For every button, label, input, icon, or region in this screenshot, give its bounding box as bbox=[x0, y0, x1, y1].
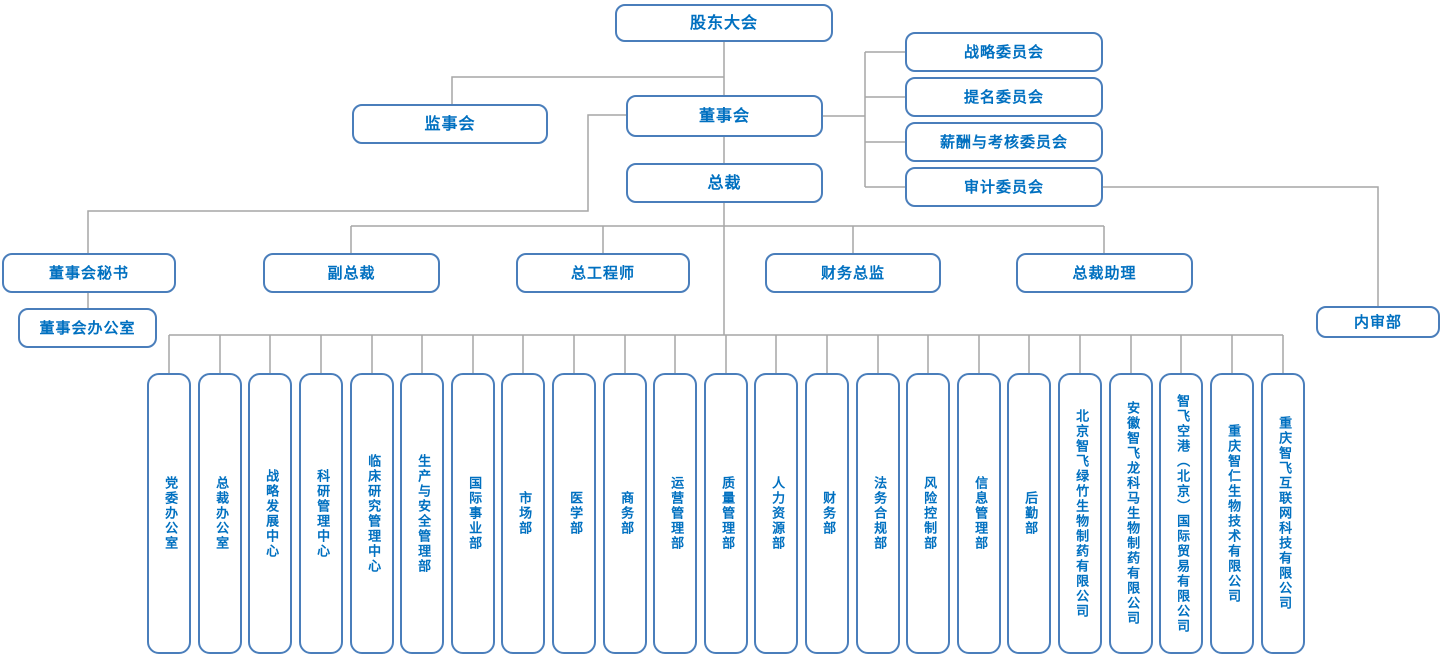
dept-clinical-research-center: 临床研究管理中心 bbox=[350, 373, 394, 654]
subsidiary-beijing-zhifei-lvzhu: 北京智飞绿竹生物制药有限公司 bbox=[1058, 373, 1102, 654]
subsidiary-chongqing-zhiren-biotech: 重庆智仁生物技术有限公司 bbox=[1210, 373, 1254, 654]
dept-research-management-center: 科研管理中心 bbox=[299, 373, 343, 654]
dept-finance: 财务部 bbox=[805, 373, 849, 654]
dept-legal-compliance: 法务合规部 bbox=[856, 373, 900, 654]
node-cfo: 财务总监 bbox=[765, 253, 941, 293]
node-strategy-committee: 战略委员会 bbox=[905, 32, 1103, 72]
dept-risk-control: 风险控制部 bbox=[906, 373, 950, 654]
node-board-of-directors: 董事会 bbox=[626, 95, 823, 137]
dept-operations-management: 运营管理部 bbox=[653, 373, 697, 654]
dept-international-business: 国际事业部 bbox=[451, 373, 495, 654]
node-compensation-appraisal-committee: 薪酬与考核委员会 bbox=[905, 122, 1103, 162]
subsidiary-chongqing-zhifei-internet: 重庆智飞互联网科技有限公司 bbox=[1261, 373, 1305, 654]
dept-human-resources: 人力资源部 bbox=[754, 373, 798, 654]
dept-medical: 医学部 bbox=[552, 373, 596, 654]
subsidiary-zhifei-airport-trade: 智飞空港（北京）国际贸易有限公司 bbox=[1159, 373, 1203, 654]
node-supervisory-board: 监事会 bbox=[352, 104, 548, 144]
node-president: 总裁 bbox=[626, 163, 823, 203]
node-internal-audit-dept: 内审部 bbox=[1316, 306, 1440, 338]
dept-strategic-development-center: 战略发展中心 bbox=[248, 373, 292, 654]
dept-business: 商务部 bbox=[603, 373, 647, 654]
dept-president-office: 总裁办公室 bbox=[198, 373, 242, 654]
dept-information-management: 信息管理部 bbox=[957, 373, 1001, 654]
node-nomination-committee: 提名委员会 bbox=[905, 77, 1103, 117]
node-board-secretary: 董事会秘书 bbox=[2, 253, 176, 293]
subsidiary-anhui-zhifei-longcom: 安徽智飞龙科马生物制药有限公司 bbox=[1109, 373, 1153, 654]
dept-logistics: 后勤部 bbox=[1007, 373, 1051, 654]
dept-marketing: 市场部 bbox=[501, 373, 545, 654]
node-board-office: 董事会办公室 bbox=[18, 308, 157, 348]
node-vice-president: 副总裁 bbox=[263, 253, 440, 293]
dept-party-committee-office: 党委办公室 bbox=[147, 373, 191, 654]
dept-production-safety-management: 生产与安全管理部 bbox=[400, 373, 444, 654]
dept-quality-management: 质量管理部 bbox=[704, 373, 748, 654]
node-chief-engineer: 总工程师 bbox=[516, 253, 690, 293]
node-president-assistant: 总裁助理 bbox=[1016, 253, 1193, 293]
node-audit-committee: 审计委员会 bbox=[905, 167, 1103, 207]
node-shareholders-meeting: 股东大会 bbox=[615, 4, 833, 42]
